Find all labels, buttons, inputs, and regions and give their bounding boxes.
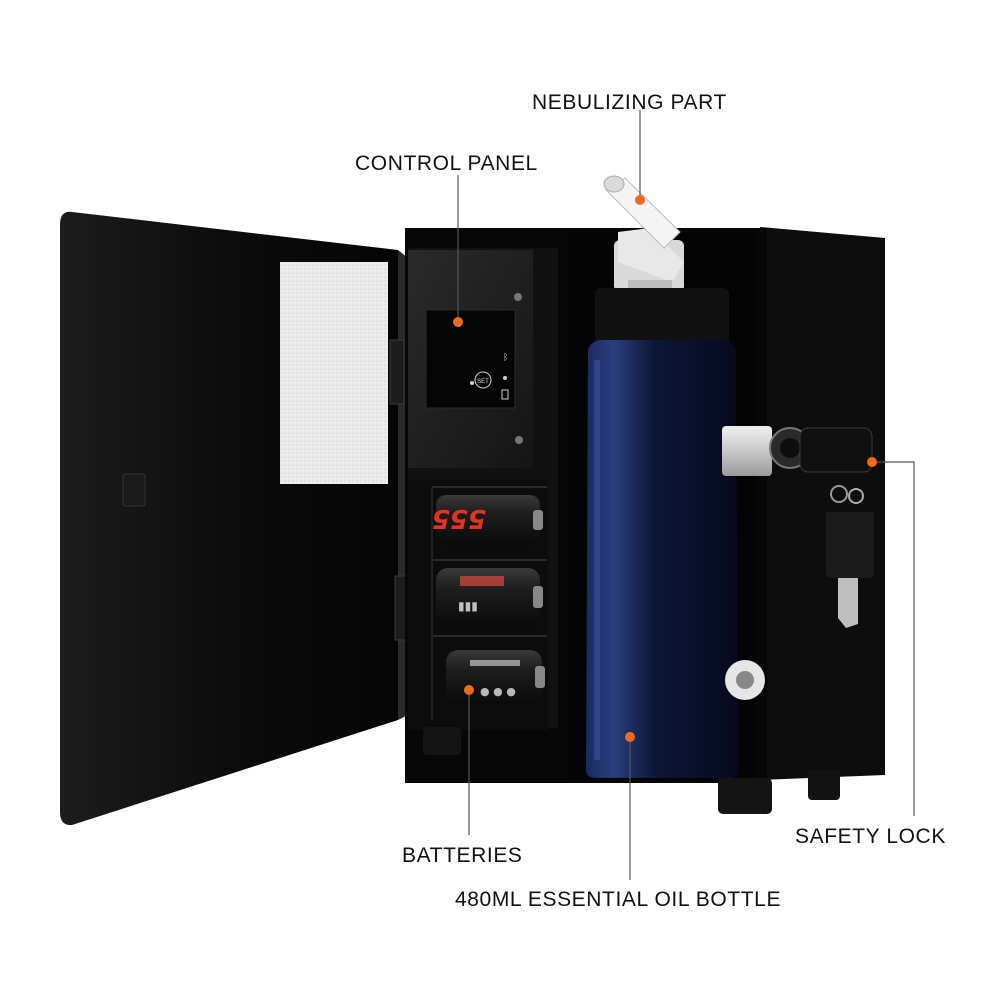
battery-3: ● ● ● (446, 650, 545, 704)
key-blade (838, 578, 858, 628)
control-panel-screen (425, 309, 516, 409)
leader-lock (872, 461, 915, 816)
batteries-label: BATTERIES (402, 844, 523, 867)
essential-oil-bottle (586, 288, 738, 778)
key-head (826, 512, 874, 578)
nebulizer (603, 175, 684, 296)
svg-text:● ● ●: ● ● ● (480, 685, 516, 698)
door-filter (280, 262, 388, 484)
battery-2: ▮▮▮ (436, 568, 543, 626)
marker-nebulizing (635, 195, 645, 205)
lock-mechanism (722, 426, 874, 628)
svg-text:▮▮▮: ▮▮▮ (458, 599, 478, 613)
battery-indicator-icon (501, 389, 509, 400)
door-hinge-top (389, 339, 405, 405)
foot-2 (718, 778, 772, 814)
safety-lock-label: SAFETY LOCK (795, 825, 946, 848)
marker-lock (867, 457, 877, 467)
foot-3 (808, 770, 840, 800)
indicator-light (503, 376, 507, 380)
set-button (474, 371, 492, 389)
foot-1 (423, 727, 461, 755)
marker-control (453, 317, 463, 327)
battery-brand: 555 (432, 503, 486, 533)
nebulizing-part-label: NEBULIZING PART (532, 91, 727, 114)
essential-oil-bottle-label: 480ML ESSENTIAL OIL BOTTLE (455, 888, 782, 911)
marker-bottle (625, 732, 635, 742)
bluetooth-icon: ᛒ (503, 352, 508, 363)
set-button-label: SET (477, 379, 489, 385)
control-panel-label: CONTROL PANEL (355, 152, 538, 175)
battery-1: 555 (432, 495, 543, 545)
door-latch (122, 473, 146, 507)
marker-batteries (464, 685, 474, 695)
cabinet-right-side (760, 227, 885, 780)
